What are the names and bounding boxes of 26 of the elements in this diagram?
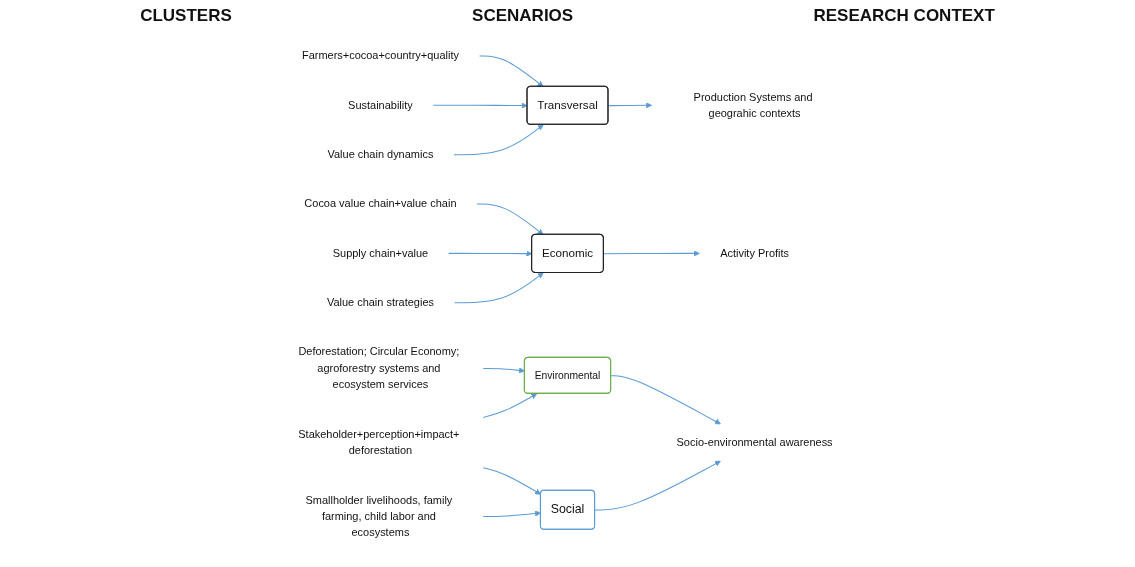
- arrow: [478, 55, 544, 87]
- node-text: Socio-environmental awareness: [676, 436, 833, 449]
- node-text: Value chain dynamics: [327, 148, 434, 161]
- arrow: [482, 367, 525, 374]
- arrow: [454, 272, 544, 304]
- column-heading: SCENARIOS: [472, 6, 574, 27]
- node-text: Farmers+cocoa+country+quality: [301, 49, 459, 62]
- node-text: Production Systems and geograhic contexts: [693, 90, 813, 120]
- node-text: Deforestation; Circular Economy; agroforestry systems and ecosystem services: [298, 345, 460, 391]
- node-text: Supply chain+value: [332, 247, 429, 259]
- node-text: Smallholder livelihoods, family farming, child labor and ecosystems: [305, 493, 453, 539]
- arrow: [453, 124, 544, 156]
- node-text: Activity Profits: [720, 247, 789, 259]
- node-text: Stakeholder+perception+impact+ deforestation: [298, 428, 460, 457]
- column-heading: RESEARCH CONTEXT: [813, 6, 995, 27]
- arrow: [594, 460, 721, 511]
- arrow: [476, 203, 544, 235]
- node-text: Value chain strategies: [326, 296, 434, 309]
- node-text: Cocoa value chain+value chain: [304, 197, 457, 210]
- column-heading: CLUSTERS: [140, 6, 232, 27]
- arrow: [482, 393, 538, 418]
- arrow: [603, 250, 700, 257]
- arrow: [610, 375, 721, 425]
- arrow: [432, 102, 528, 109]
- arrow: [482, 467, 542, 495]
- node-text: Sustainability: [348, 99, 413, 111]
